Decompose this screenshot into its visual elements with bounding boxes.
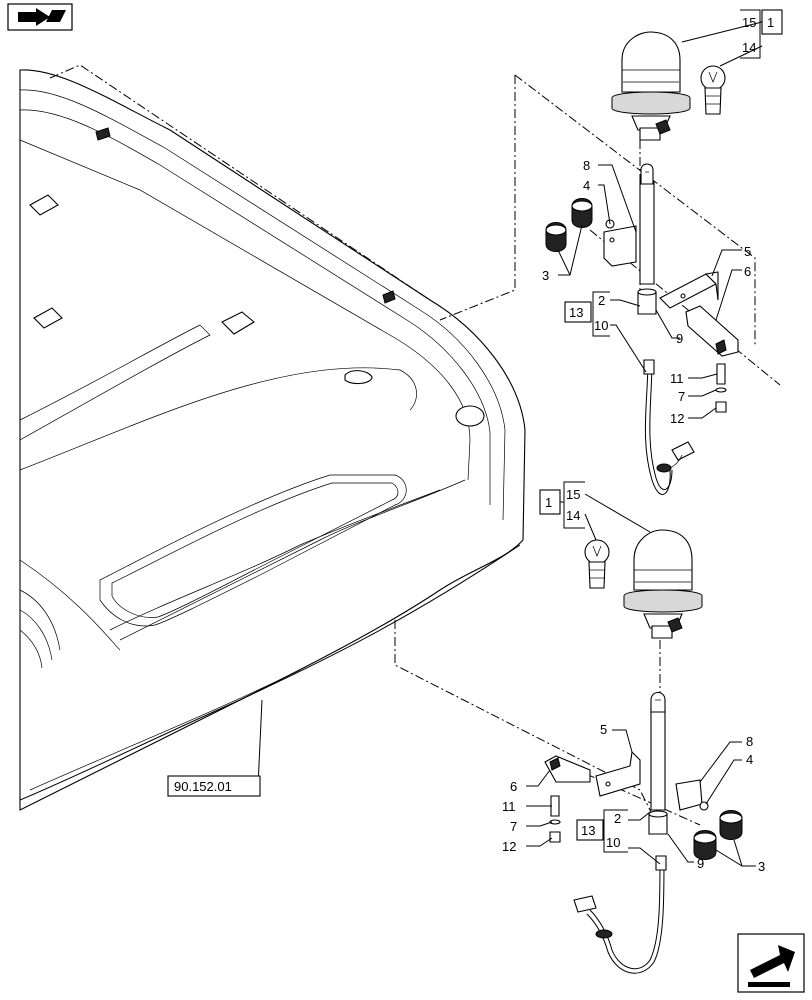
- lower-reference-lines: [394, 620, 701, 831]
- lower-mast: [648, 691, 668, 835]
- upper-knobs: [545, 198, 615, 252]
- lower-callout-7: 7: [510, 819, 517, 834]
- upper-callout-7: 7: [678, 389, 685, 404]
- upper-callout-6: 6: [744, 264, 751, 279]
- lower-callout-4: 4: [746, 752, 753, 767]
- upper-callout-8: 8: [583, 158, 590, 173]
- upper-callout-11: 11: [670, 371, 684, 386]
- upper-callout-3: 3: [542, 268, 549, 283]
- upper-callout-15: 15: [742, 15, 756, 30]
- lower-callout-5: 5: [600, 722, 607, 737]
- upper-callouts: 1 15 14 8 4 3 5 6 13 2 10 9 11 7 12: [542, 9, 783, 426]
- lower-callout-11: 11: [502, 799, 516, 814]
- upper-ref-label: 1: [767, 15, 774, 30]
- upper-callout-2: 2: [598, 293, 605, 308]
- upper-bulb: [700, 65, 726, 115]
- upper-callout-14: 14: [742, 40, 756, 55]
- upper-callout-12: 12: [670, 411, 684, 426]
- lower-brackets: [544, 750, 703, 811]
- lower-callout-10: 10: [606, 835, 620, 850]
- upper-mast: [637, 163, 657, 315]
- upper-brackets: [603, 225, 739, 357]
- upper-callout-10: 10: [594, 318, 608, 333]
- lower-callout-6: 6: [510, 779, 517, 794]
- lower-leader-lines: [257, 493, 756, 867]
- upper-callout-13-box: [564, 301, 592, 323]
- upper-bolts: [715, 363, 727, 413]
- lower-cable: [573, 855, 667, 974]
- upper-callout-9: 9: [676, 331, 683, 346]
- lower-callout-13-box: [576, 819, 604, 841]
- lower-callouts: 1 15 14 5 8 4 6 11 7 12 13 2 10 9 3: [502, 481, 765, 874]
- lower-bolts: [549, 795, 561, 843]
- lower-beacon-lamp: [623, 529, 703, 639]
- upper-callout-5: 5: [744, 244, 751, 259]
- lower-knobs: [693, 801, 743, 860]
- roof-reference-callout[interactable]: 90.152.01: [167, 775, 261, 797]
- lower-ref-label: 1: [545, 495, 552, 510]
- upper-callout-4: 4: [583, 178, 590, 193]
- lower-callout-8: 8: [746, 734, 753, 749]
- lower-callout-14: 14: [566, 508, 580, 523]
- lower-callout-2: 2: [614, 811, 621, 826]
- upper-beacon-lamp: [611, 31, 691, 141]
- next-page-arrow-icon[interactable]: [737, 933, 805, 993]
- lower-callout-15: 15: [566, 487, 580, 502]
- lower-callout-3: 3: [758, 859, 765, 874]
- roof-reference-label: 90.152.01: [174, 779, 232, 794]
- upper-leader-lines: [557, 21, 763, 419]
- lower-callout-13: 13: [581, 823, 595, 838]
- upper-cable: [643, 359, 695, 495]
- previous-section-arrow-icon[interactable]: [7, 3, 73, 31]
- lower-callout-9: 9: [697, 856, 704, 871]
- upper-callout-13: 13: [569, 305, 583, 320]
- lower-callout-12: 12: [502, 839, 516, 854]
- lower-bulb: [584, 539, 610, 589]
- cab-roof-panel: [19, 69, 526, 811]
